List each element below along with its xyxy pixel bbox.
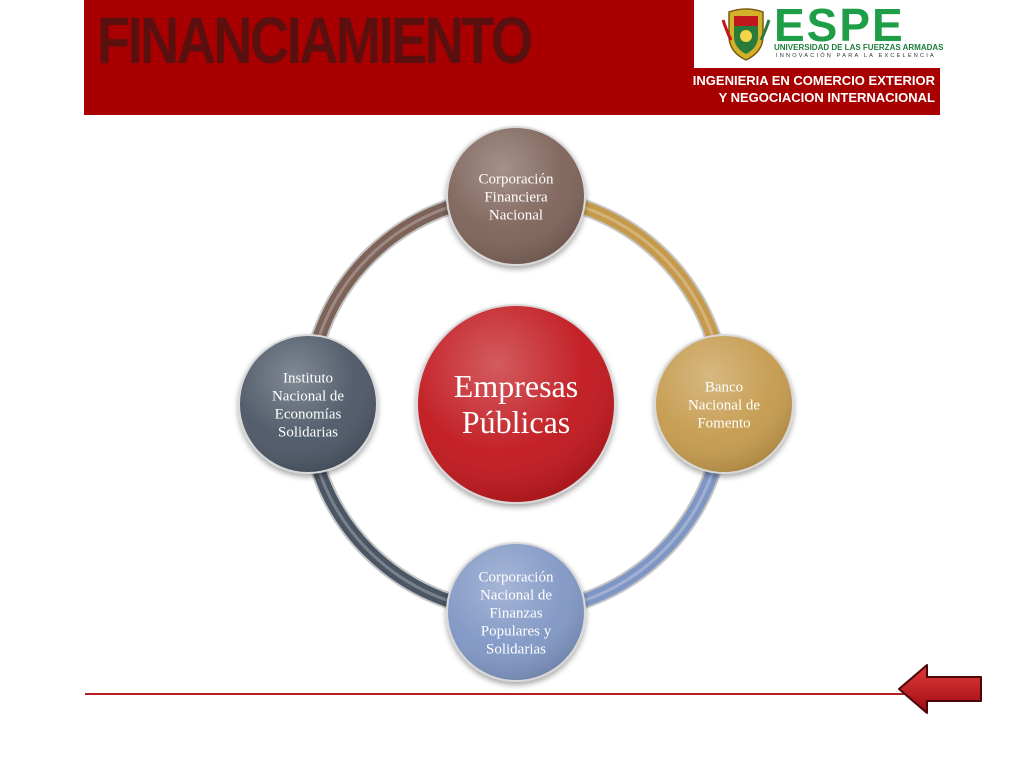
node-bottom-label-line: Corporación [479, 569, 554, 585]
node-top-gloss [448, 128, 584, 264]
center-node-label-line: Públicas [462, 404, 570, 440]
node-bottom-label-line: Solidarias [486, 641, 546, 657]
university-shield-icon [721, 8, 771, 61]
node-left-label-line: Solidarias [278, 424, 338, 440]
node-left-label-line: Nacional de [272, 388, 344, 404]
department-line-2: Y NEGOCIACION INTERNACIONAL [718, 90, 935, 105]
back-arrow-button[interactable] [895, 661, 985, 717]
node-left-label-line: Instituto [283, 370, 333, 386]
center-node-label-line: Empresas [454, 368, 578, 404]
node-bottom-label-line: Nacional de [480, 587, 552, 603]
node-right-gloss [656, 336, 792, 472]
node-top-label-line: Corporación [479, 171, 554, 187]
footer-divider [85, 693, 915, 695]
slide-title: FINANCIAMIENTO [97, 3, 533, 77]
node-right-label-line: Banco [705, 379, 743, 395]
node-right-label-line: Nacional de [688, 397, 760, 413]
logo-subtitle: UNIVERSIDAD DE LAS FUERZAS ARMADAS [774, 43, 944, 52]
node-top-label-line: Nacional [489, 207, 543, 223]
logo-name: ESPE [774, 0, 905, 51]
node-right-label-line: Fomento [697, 415, 750, 431]
node-left-gloss [240, 336, 376, 472]
node-bottom-label-line: Finanzas [489, 605, 542, 621]
node-bottom-label-line: Populares y [481, 623, 552, 639]
department-line-1: INGENIERIA EN COMERCIO EXTERIOR [692, 73, 935, 88]
department-label: INGENIERIA EN COMERCIO EXTERIOR Y NEGOCI… [693, 72, 935, 106]
node-left-label-line: Economías [275, 406, 342, 422]
node-top-label-line: Financiera [484, 189, 548, 205]
node-bottom-gloss [448, 544, 584, 680]
logo-motto: INNOVACIÓN PARA LA EXCELENCIA [776, 53, 936, 59]
center-node-gloss [418, 306, 614, 502]
